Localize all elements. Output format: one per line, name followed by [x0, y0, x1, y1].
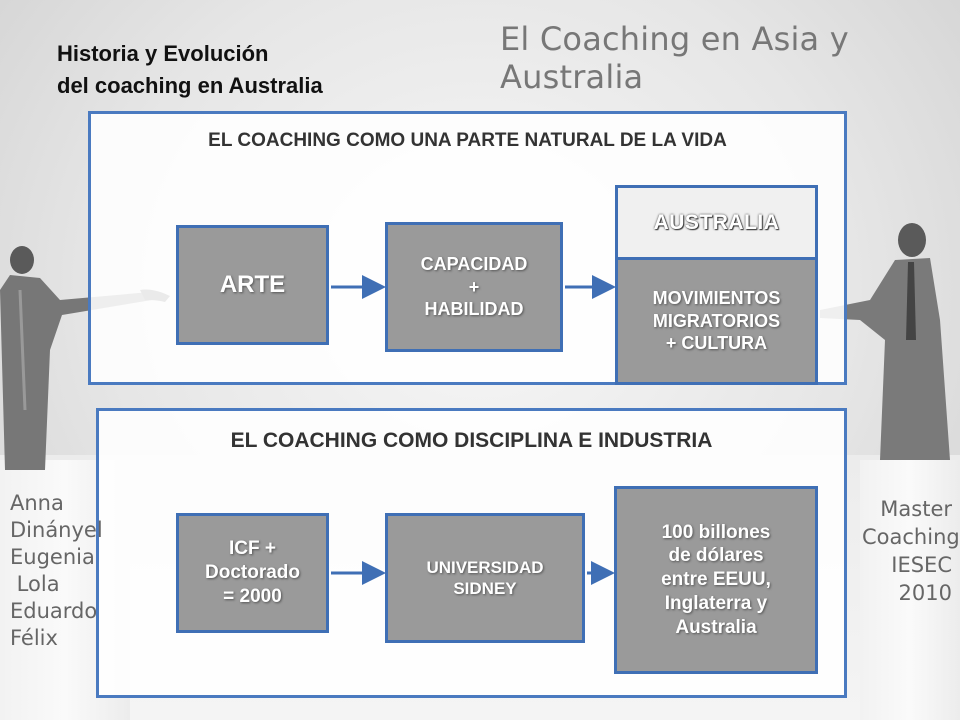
master-label: Master Coaching IESEC 2010	[862, 495, 960, 607]
box-movimientos-line2: MIGRATORIOS	[652, 310, 781, 331]
box-movimientos-line1: MOVIMIENTOS	[652, 288, 781, 309]
author-names: Anna Dinányel Eugenia Lola Eduardo Félix	[10, 490, 103, 652]
panel-natural-life-heading: EL COACHING COMO UNA PARTE NATURAL DE LA…	[208, 130, 727, 151]
box-icf-line1: ICF +	[229, 538, 276, 560]
author-name: Dinányel	[10, 518, 103, 542]
page-title-line1: Historia y Evolución	[57, 41, 269, 66]
box-billones-line4: Inglaterra y	[664, 592, 768, 614]
master-line: IESEC	[891, 553, 952, 577]
box-billones-line2: de dólares	[668, 545, 764, 567]
box-billones-line3: entre EEUU,	[661, 569, 771, 591]
box-icf: ICF + Doctorado = 2000	[176, 513, 329, 633]
master-line: Master	[880, 497, 952, 521]
author-name: Anna	[10, 491, 64, 515]
right-pillar	[860, 460, 960, 720]
box-arte: ARTE	[176, 225, 329, 345]
box-universidad-line2: SIDNEY	[453, 579, 517, 598]
box-billones-line1: 100 billones	[661, 521, 771, 543]
box-universidad: UNIVERSIDAD SIDNEY	[385, 513, 585, 643]
author-name: Eduardo	[10, 599, 98, 623]
master-line: 2010	[898, 581, 952, 605]
author-name: Félix	[10, 626, 58, 650]
author-name: Lola	[10, 572, 60, 596]
master-line: Coaching	[862, 525, 960, 549]
box-100-billones: 100 billones de dólares entre EEUU, Ingl…	[614, 486, 818, 674]
box-icf-line2: Doctorado	[205, 562, 300, 584]
box-capacidad-line2: +	[468, 276, 480, 297]
header-title: El Coaching en Asia y Australia	[500, 20, 849, 96]
page-title: Historia y Evolución del coaching en Aus…	[57, 38, 323, 102]
box-movimientos: MOVIMIENTOS MIGRATORIOS + CULTURA	[615, 257, 818, 385]
box-capacidad-habilidad: CAPACIDAD + HABILIDAD	[385, 222, 563, 352]
box-movimientos-line3: + CULTURA	[665, 333, 768, 354]
box-arte-label: ARTE	[219, 271, 286, 298]
australia-label: AUSTRALIA	[615, 185, 818, 257]
page-title-line2: del coaching en Australia	[57, 73, 323, 98]
box-billones-line5: Australia	[675, 616, 757, 638]
author-name: Eugenia	[10, 545, 95, 569]
box-universidad-line1: UNIVERSIDAD	[426, 557, 544, 577]
box-capacidad-line1: CAPACIDAD	[420, 254, 528, 275]
box-icf-line3: = 2000	[223, 585, 282, 607]
right-figure-image	[820, 223, 950, 460]
box-capacidad-line3: HABILIDAD	[424, 299, 524, 320]
panel-discipline-heading: EL COACHING COMO DISCIPLINA E INDUSTRIA	[230, 429, 713, 452]
